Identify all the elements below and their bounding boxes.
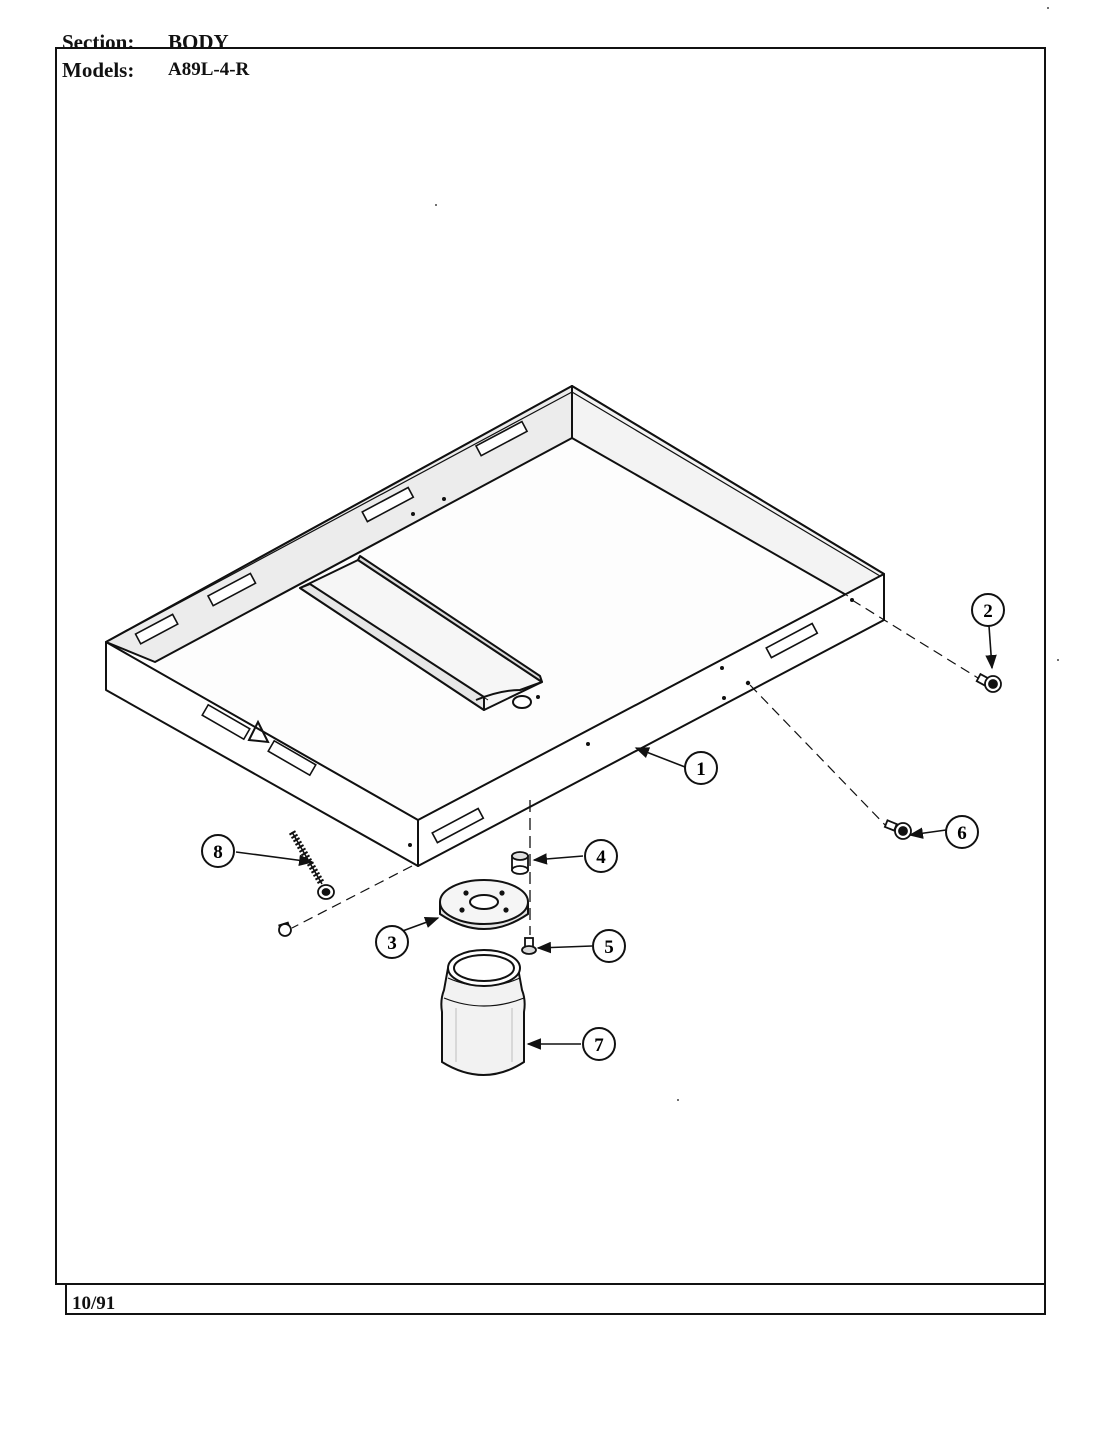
part-5-nozzle	[521, 937, 537, 955]
part-3-lid	[439, 879, 529, 930]
part-7-jar	[440, 949, 526, 1076]
drain-hole	[512, 695, 532, 709]
part-6-screw	[749, 684, 912, 840]
wall-slots	[134, 420, 819, 844]
models-value: A89L-4-R	[168, 59, 250, 80]
callout-8-label: 8	[213, 842, 223, 863]
revision-date: 10/91	[72, 1293, 116, 1314]
models-label: Models:	[62, 58, 135, 82]
callout-4-label: 4	[596, 847, 606, 868]
callout-3-label: 3	[387, 933, 397, 954]
callout-7-label: 7	[594, 1035, 604, 1056]
part-2-screw	[851, 599, 1002, 693]
callout-3: 3	[375, 925, 409, 959]
callout-7: 7	[582, 1027, 616, 1061]
callout-5: 5	[592, 929, 626, 963]
part-4-bushing	[511, 851, 529, 875]
callout-5-label: 5	[604, 937, 614, 958]
callout-1-label: 1	[696, 759, 706, 780]
logo-triangle-icon	[247, 719, 270, 744]
callout-8: 8	[201, 834, 235, 868]
mounting-holes	[408, 497, 854, 847]
callout-leaders	[235, 625, 997, 1050]
page-frame	[55, 47, 1046, 1315]
callout-6: 6	[945, 815, 979, 849]
callout-6-label: 6	[957, 823, 967, 844]
callout-4: 4	[584, 839, 618, 873]
body-tray	[105, 385, 885, 867]
callout-2-label: 2	[983, 601, 993, 622]
callout-2: 2	[971, 593, 1005, 627]
callout-1: 1	[684, 751, 718, 785]
scan-specks	[435, 7, 1059, 1101]
center-channel	[299, 555, 543, 711]
